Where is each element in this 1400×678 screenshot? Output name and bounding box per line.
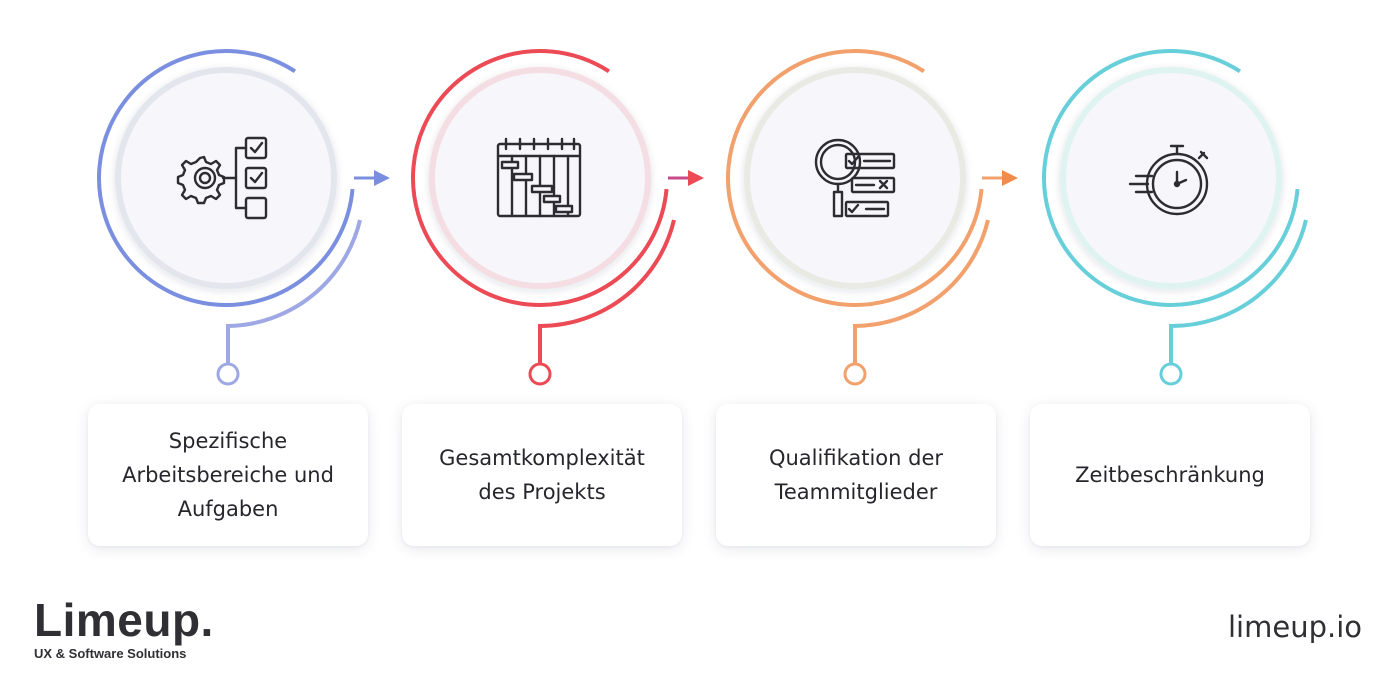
step-1-arrow — [354, 170, 390, 186]
step-1-connector — [226, 219, 362, 364]
stopwatch-icon — [1128, 144, 1209, 216]
step-4-label: Zeitbeschränkung — [1075, 463, 1265, 487]
step-2 — [411, 49, 704, 386]
brand-logo: Limeup. UX & Software Solutions — [34, 596, 214, 662]
step-3-outer-ring — [726, 49, 984, 307]
step-1-node — [216, 362, 240, 386]
gantt-calendar-icon — [496, 137, 582, 218]
step-3-connector — [853, 219, 990, 364]
step-1 — [97, 49, 390, 386]
step-4-card: Zeitbeschränkung — [1030, 404, 1310, 546]
magnifier-checklist-icon — [814, 138, 896, 218]
step-2-outer-ring — [411, 49, 669, 307]
step-4-connector — [1169, 219, 1308, 364]
step-1-outer-ring — [97, 49, 355, 307]
step-1-card: Spezifische Arbeitsbereiche und Aufgaben — [88, 404, 368, 546]
brand-name: Limeup. — [34, 594, 214, 646]
step-4-inner-disc — [1060, 67, 1282, 289]
step-3-label: Qualifikation der Teammitglieder — [768, 446, 944, 504]
step-2-label: Gesamtkomplexität des Projekts — [439, 446, 645, 504]
step-1-label: Spezifische Arbeitsbereiche und Aufgaben — [122, 429, 334, 521]
step-4-node — [1159, 362, 1183, 386]
step-4-outer-ring — [1042, 49, 1300, 307]
step-3-card: Qualifikation der Teammitglieder — [716, 404, 996, 546]
step-3 — [726, 49, 1018, 386]
step-3-arrow — [982, 170, 1018, 186]
step-2-card: Gesamtkomplexität des Projekts — [402, 404, 682, 546]
step-2-node — [528, 362, 552, 386]
step-2-arrow — [668, 170, 704, 186]
step-4 — [1042, 49, 1308, 386]
brand-tagline: UX & Software Solutions — [34, 646, 187, 661]
website-url: limeup.io — [1227, 610, 1362, 644]
step-2-connector — [538, 219, 676, 364]
step-3-node — [843, 362, 867, 386]
gear-checklist-icon — [176, 136, 268, 220]
